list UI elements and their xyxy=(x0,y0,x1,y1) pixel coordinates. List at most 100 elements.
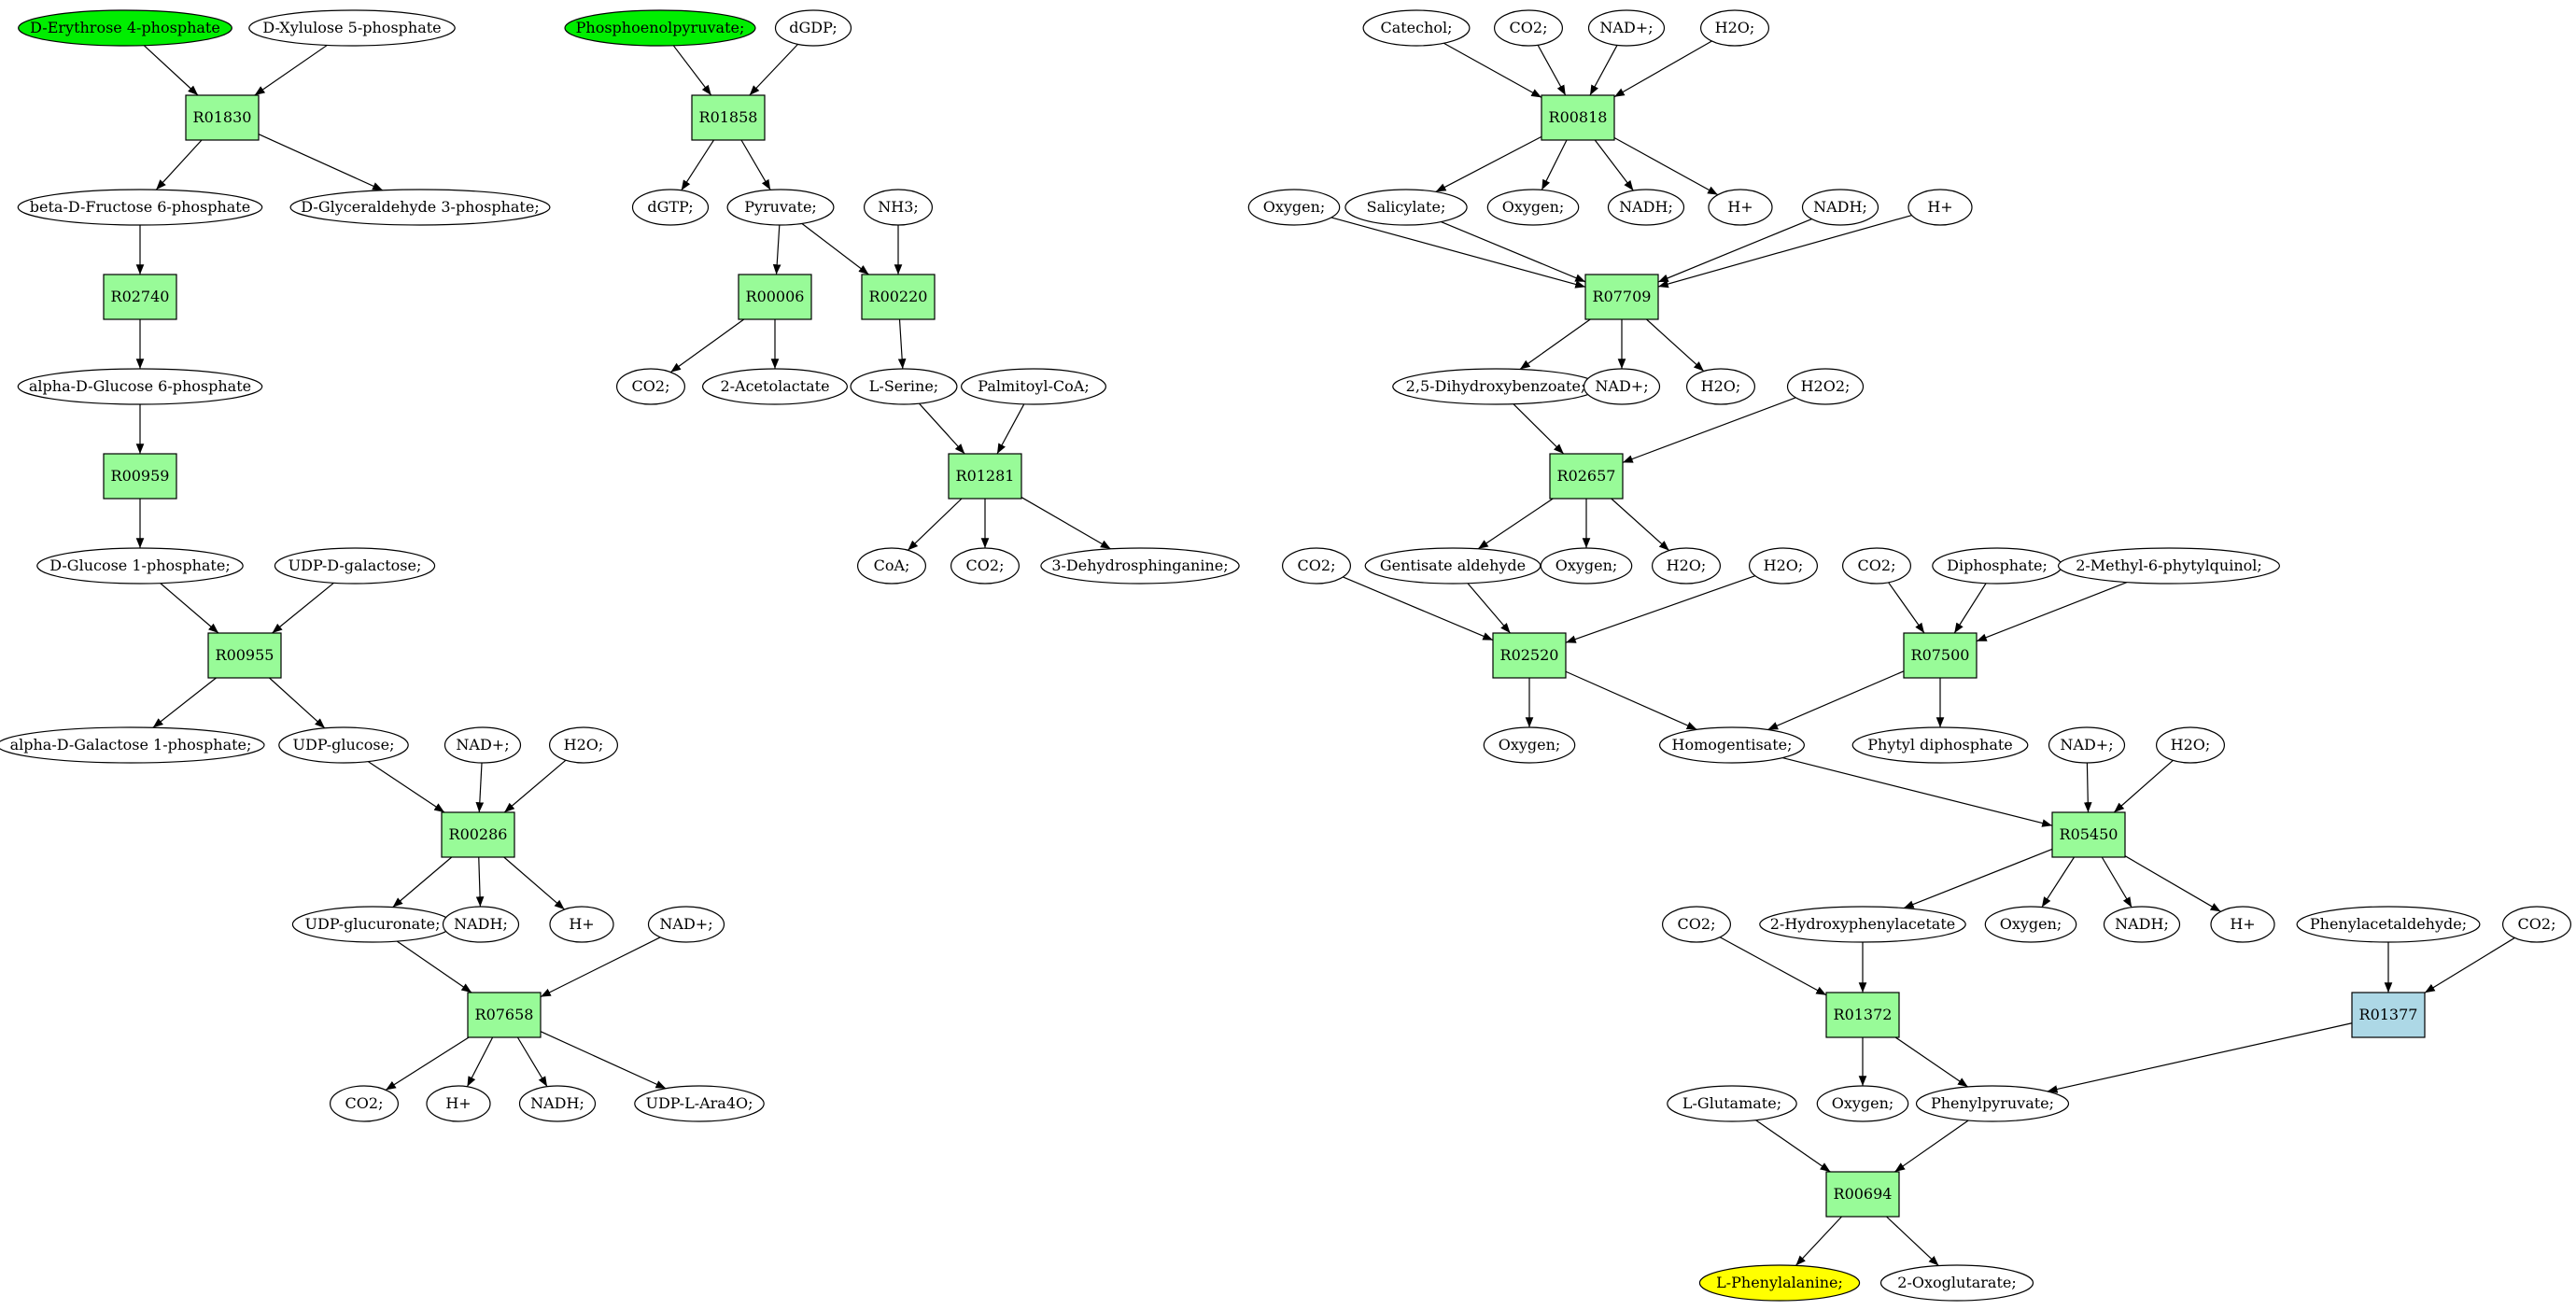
compound-label: 2-Oxoglutarate; xyxy=(1897,1274,2016,1291)
edge-arrow xyxy=(1513,403,1565,455)
compound-node: NAD+; xyxy=(2048,726,2126,764)
compound-node: CO2; xyxy=(1493,9,1563,47)
compound-node: UDP-D-galactose; xyxy=(274,547,436,585)
compound-ellipse xyxy=(278,726,409,764)
compound-ellipse xyxy=(1879,1264,2034,1302)
compound-node: H2O; xyxy=(1699,9,1769,47)
reaction-node-r01830: R01830 xyxy=(185,94,260,141)
edge-arrow xyxy=(385,1036,470,1091)
compound-node: NH3; xyxy=(863,189,933,226)
reaction-label: R00818 xyxy=(1549,108,1608,126)
compound-node: D-Glyceraldehyde 3-phosphate; xyxy=(289,189,551,226)
compound-ellipse xyxy=(1607,189,1685,226)
edge-arrow xyxy=(1767,670,1905,731)
edge-arrow xyxy=(2083,762,2092,813)
compound-label: L-Glutamate; xyxy=(1682,1094,1781,1112)
compound-node: Homogentisate; xyxy=(1658,726,1805,764)
compound-ellipse xyxy=(18,9,232,47)
compound-node: Oxygen; xyxy=(1247,189,1341,226)
reaction-label: R07658 xyxy=(475,1006,534,1023)
compound-label: NH3; xyxy=(878,198,919,216)
compound-node: NAD+; xyxy=(443,726,522,764)
compound-ellipse xyxy=(549,906,614,943)
compound-ellipse xyxy=(426,1085,491,1122)
compound-node: Oxygen; xyxy=(1816,1085,1909,1122)
compound-ellipse xyxy=(615,368,685,405)
compound-node: Oxygen; xyxy=(1486,189,1580,226)
compound-ellipse xyxy=(518,1085,597,1122)
compound-label: CO2; xyxy=(1298,556,1336,574)
compound-ellipse xyxy=(2058,547,2281,585)
compound-ellipse xyxy=(1583,368,1661,405)
edge-arrow xyxy=(749,43,798,96)
reaction-label: R02740 xyxy=(111,288,170,305)
compound-node: Phytyl diphosphate xyxy=(1851,726,2029,764)
compound-node: Oxygen; xyxy=(1540,547,1633,585)
reaction-box xyxy=(103,274,177,320)
compound-node: Palmitoyl-CoA; xyxy=(960,368,1106,405)
edge-arrow xyxy=(1477,498,1554,550)
compound-ellipse xyxy=(1801,189,1879,226)
edge-arrow xyxy=(1719,937,1827,996)
compound-label: dGDP; xyxy=(789,19,837,36)
reaction-box xyxy=(207,632,282,679)
compound-label: CO2; xyxy=(1510,19,1548,36)
compound-label: NADH; xyxy=(530,1094,584,1112)
compound-ellipse xyxy=(1915,1085,2070,1122)
compound-node: CO2; xyxy=(1661,906,1731,943)
compound-label: 3-Dehydrosphinganine; xyxy=(1051,556,1228,574)
edge-arrow xyxy=(1894,1120,1969,1173)
compound-ellipse xyxy=(1362,9,1471,47)
compound-label: H2O; xyxy=(564,736,604,754)
reaction-box xyxy=(1549,453,1624,500)
compound-node: NADH; xyxy=(1801,189,1879,226)
compound-node: D-Erythrose 4-phosphate xyxy=(18,9,232,47)
edge-arrow xyxy=(1343,576,1494,641)
reaction-node-r01377: R01377 xyxy=(2351,992,2426,1038)
compound-node: H2O; xyxy=(1748,547,1818,585)
edge-arrow xyxy=(740,139,771,190)
compound-node: NADH; xyxy=(518,1085,597,1122)
compound-ellipse xyxy=(1658,726,1805,764)
edge-arrow xyxy=(1903,848,2053,909)
reaction-node-r02520: R02520 xyxy=(1492,632,1567,679)
compound-label: H+ xyxy=(569,915,594,933)
reaction-label: R00694 xyxy=(1834,1185,1893,1203)
compound-node: UDP-glucuronate; xyxy=(291,906,454,943)
compound-ellipse xyxy=(1247,189,1341,226)
compound-ellipse xyxy=(950,547,1020,585)
compound-label: H+ xyxy=(2230,915,2255,933)
compound-node: 2-Hydroxyphenylacetate xyxy=(1759,906,1966,943)
compound-label: H2O; xyxy=(1764,556,1804,574)
compound-node: CO2; xyxy=(1841,547,1911,585)
compound-label: H2O; xyxy=(1701,377,1741,395)
reaction-node-r01281: R01281 xyxy=(948,453,1022,500)
compound-label: NAD+; xyxy=(2060,736,2113,754)
compound-node: L-Glutamate; xyxy=(1667,1085,1797,1122)
compound-node: alpha-D-Galactose 1-phosphate; xyxy=(0,726,265,764)
edge-arrow xyxy=(1443,42,1542,98)
edge-arrow xyxy=(1611,498,1670,552)
compound-node: H+ xyxy=(2210,906,2275,943)
edge-arrow xyxy=(503,759,567,813)
compound-ellipse xyxy=(1651,547,1721,585)
edge-arrow xyxy=(1888,582,1925,634)
reaction-box xyxy=(103,453,177,500)
reaction-label: R01858 xyxy=(699,108,758,126)
compound-label: H2O2; xyxy=(1801,377,1851,395)
edge-arrow xyxy=(396,940,472,993)
edge-arrow xyxy=(1541,139,1568,190)
compound-label: NAD+; xyxy=(1599,19,1653,36)
edge-arrow xyxy=(1330,217,1586,289)
compound-label: CO2; xyxy=(1858,556,1896,574)
compound-ellipse xyxy=(443,726,522,764)
compound-node: dGTP; xyxy=(631,189,710,226)
compound-label: UDP-D-galactose; xyxy=(289,556,422,574)
edge-arrow xyxy=(1565,670,1697,730)
reaction-box xyxy=(441,811,515,858)
compound-label: Homogentisate; xyxy=(1672,736,1793,754)
compound-label: UDP-L-Ara4O; xyxy=(645,1094,753,1112)
edge-arrow xyxy=(1519,318,1591,371)
compound-node: CO2; xyxy=(330,1085,400,1122)
compound-label: 2-Methyl-6-phytylquinol; xyxy=(2076,556,2262,574)
